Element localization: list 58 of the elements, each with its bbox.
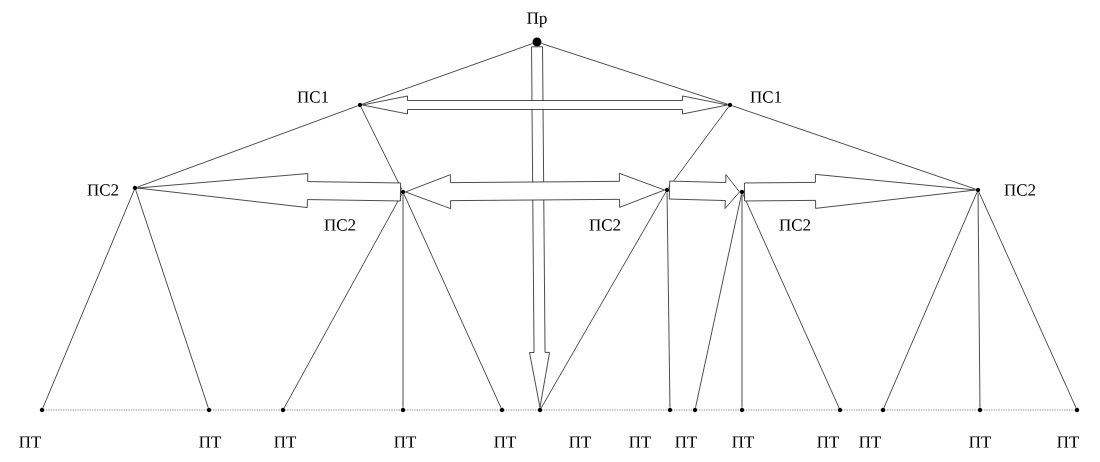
connector-line bbox=[977, 192, 981, 408]
dotted-line bbox=[211, 409, 281, 411]
node-label: ПС2 bbox=[1004, 184, 1036, 196]
connector-line bbox=[731, 105, 977, 190]
dotted-line bbox=[744, 409, 838, 411]
connector-line bbox=[136, 105, 359, 188]
hollow-arrow bbox=[405, 173, 665, 209]
node-label: ПС2 bbox=[87, 184, 119, 196]
node-label: ПТ bbox=[859, 436, 882, 448]
node-label: ПТ bbox=[817, 436, 840, 448]
node-label: ПТ bbox=[629, 436, 652, 448]
connector-line bbox=[42, 189, 135, 409]
connector-line bbox=[283, 193, 403, 409]
connector-line bbox=[978, 191, 1077, 409]
node-label: ПТ bbox=[569, 436, 592, 448]
dotted-line bbox=[504, 409, 538, 411]
dotted-line bbox=[44, 409, 207, 411]
dotted-line bbox=[285, 409, 401, 411]
hollow-arrow bbox=[668, 174, 740, 209]
node-label: ПТ bbox=[274, 436, 297, 448]
dotted-line bbox=[842, 409, 881, 411]
hollow-arrow bbox=[529, 46, 550, 408]
dotted-line bbox=[542, 409, 668, 411]
dotted-line bbox=[697, 409, 740, 411]
node-label: ПС2 bbox=[779, 219, 811, 231]
node-label: ПТ bbox=[675, 436, 698, 448]
connector-line bbox=[360, 106, 403, 191]
dotted-line bbox=[885, 409, 978, 411]
node-label: ПТ bbox=[969, 436, 992, 448]
connector-line bbox=[883, 191, 978, 409]
connector-line bbox=[361, 43, 533, 105]
connector-line bbox=[540, 191, 667, 409]
node-label: ПС1 bbox=[750, 91, 782, 103]
dotted-line bbox=[982, 409, 1075, 411]
dotted-line bbox=[405, 409, 500, 411]
connector-line bbox=[403, 193, 502, 409]
hollow-arrow bbox=[362, 95, 728, 115]
hollow-arrow bbox=[137, 173, 401, 208]
node-label: ПТ bbox=[394, 436, 417, 448]
connector-line bbox=[668, 106, 729, 189]
connector-line bbox=[135, 189, 209, 409]
connector-line bbox=[742, 193, 840, 409]
connector-line bbox=[695, 194, 742, 408]
node-label: ПТ bbox=[1057, 436, 1080, 448]
connector-line bbox=[541, 43, 729, 105]
node-label: Пр bbox=[527, 12, 547, 28]
node-label: ПТ bbox=[494, 436, 517, 448]
node-label: ПТ bbox=[19, 436, 42, 448]
node-label: ПС2 bbox=[324, 219, 356, 231]
hollow-arrow bbox=[744, 174, 976, 209]
dotted-line bbox=[672, 409, 693, 411]
node-label: ПС1 bbox=[297, 91, 329, 103]
connector-line bbox=[666, 192, 671, 408]
node-label: ПС2 bbox=[589, 219, 621, 231]
node-label: ПТ bbox=[732, 436, 755, 448]
connector-line bbox=[741, 194, 743, 408]
node-label: ПТ bbox=[199, 436, 222, 448]
connector-line bbox=[402, 194, 404, 408]
